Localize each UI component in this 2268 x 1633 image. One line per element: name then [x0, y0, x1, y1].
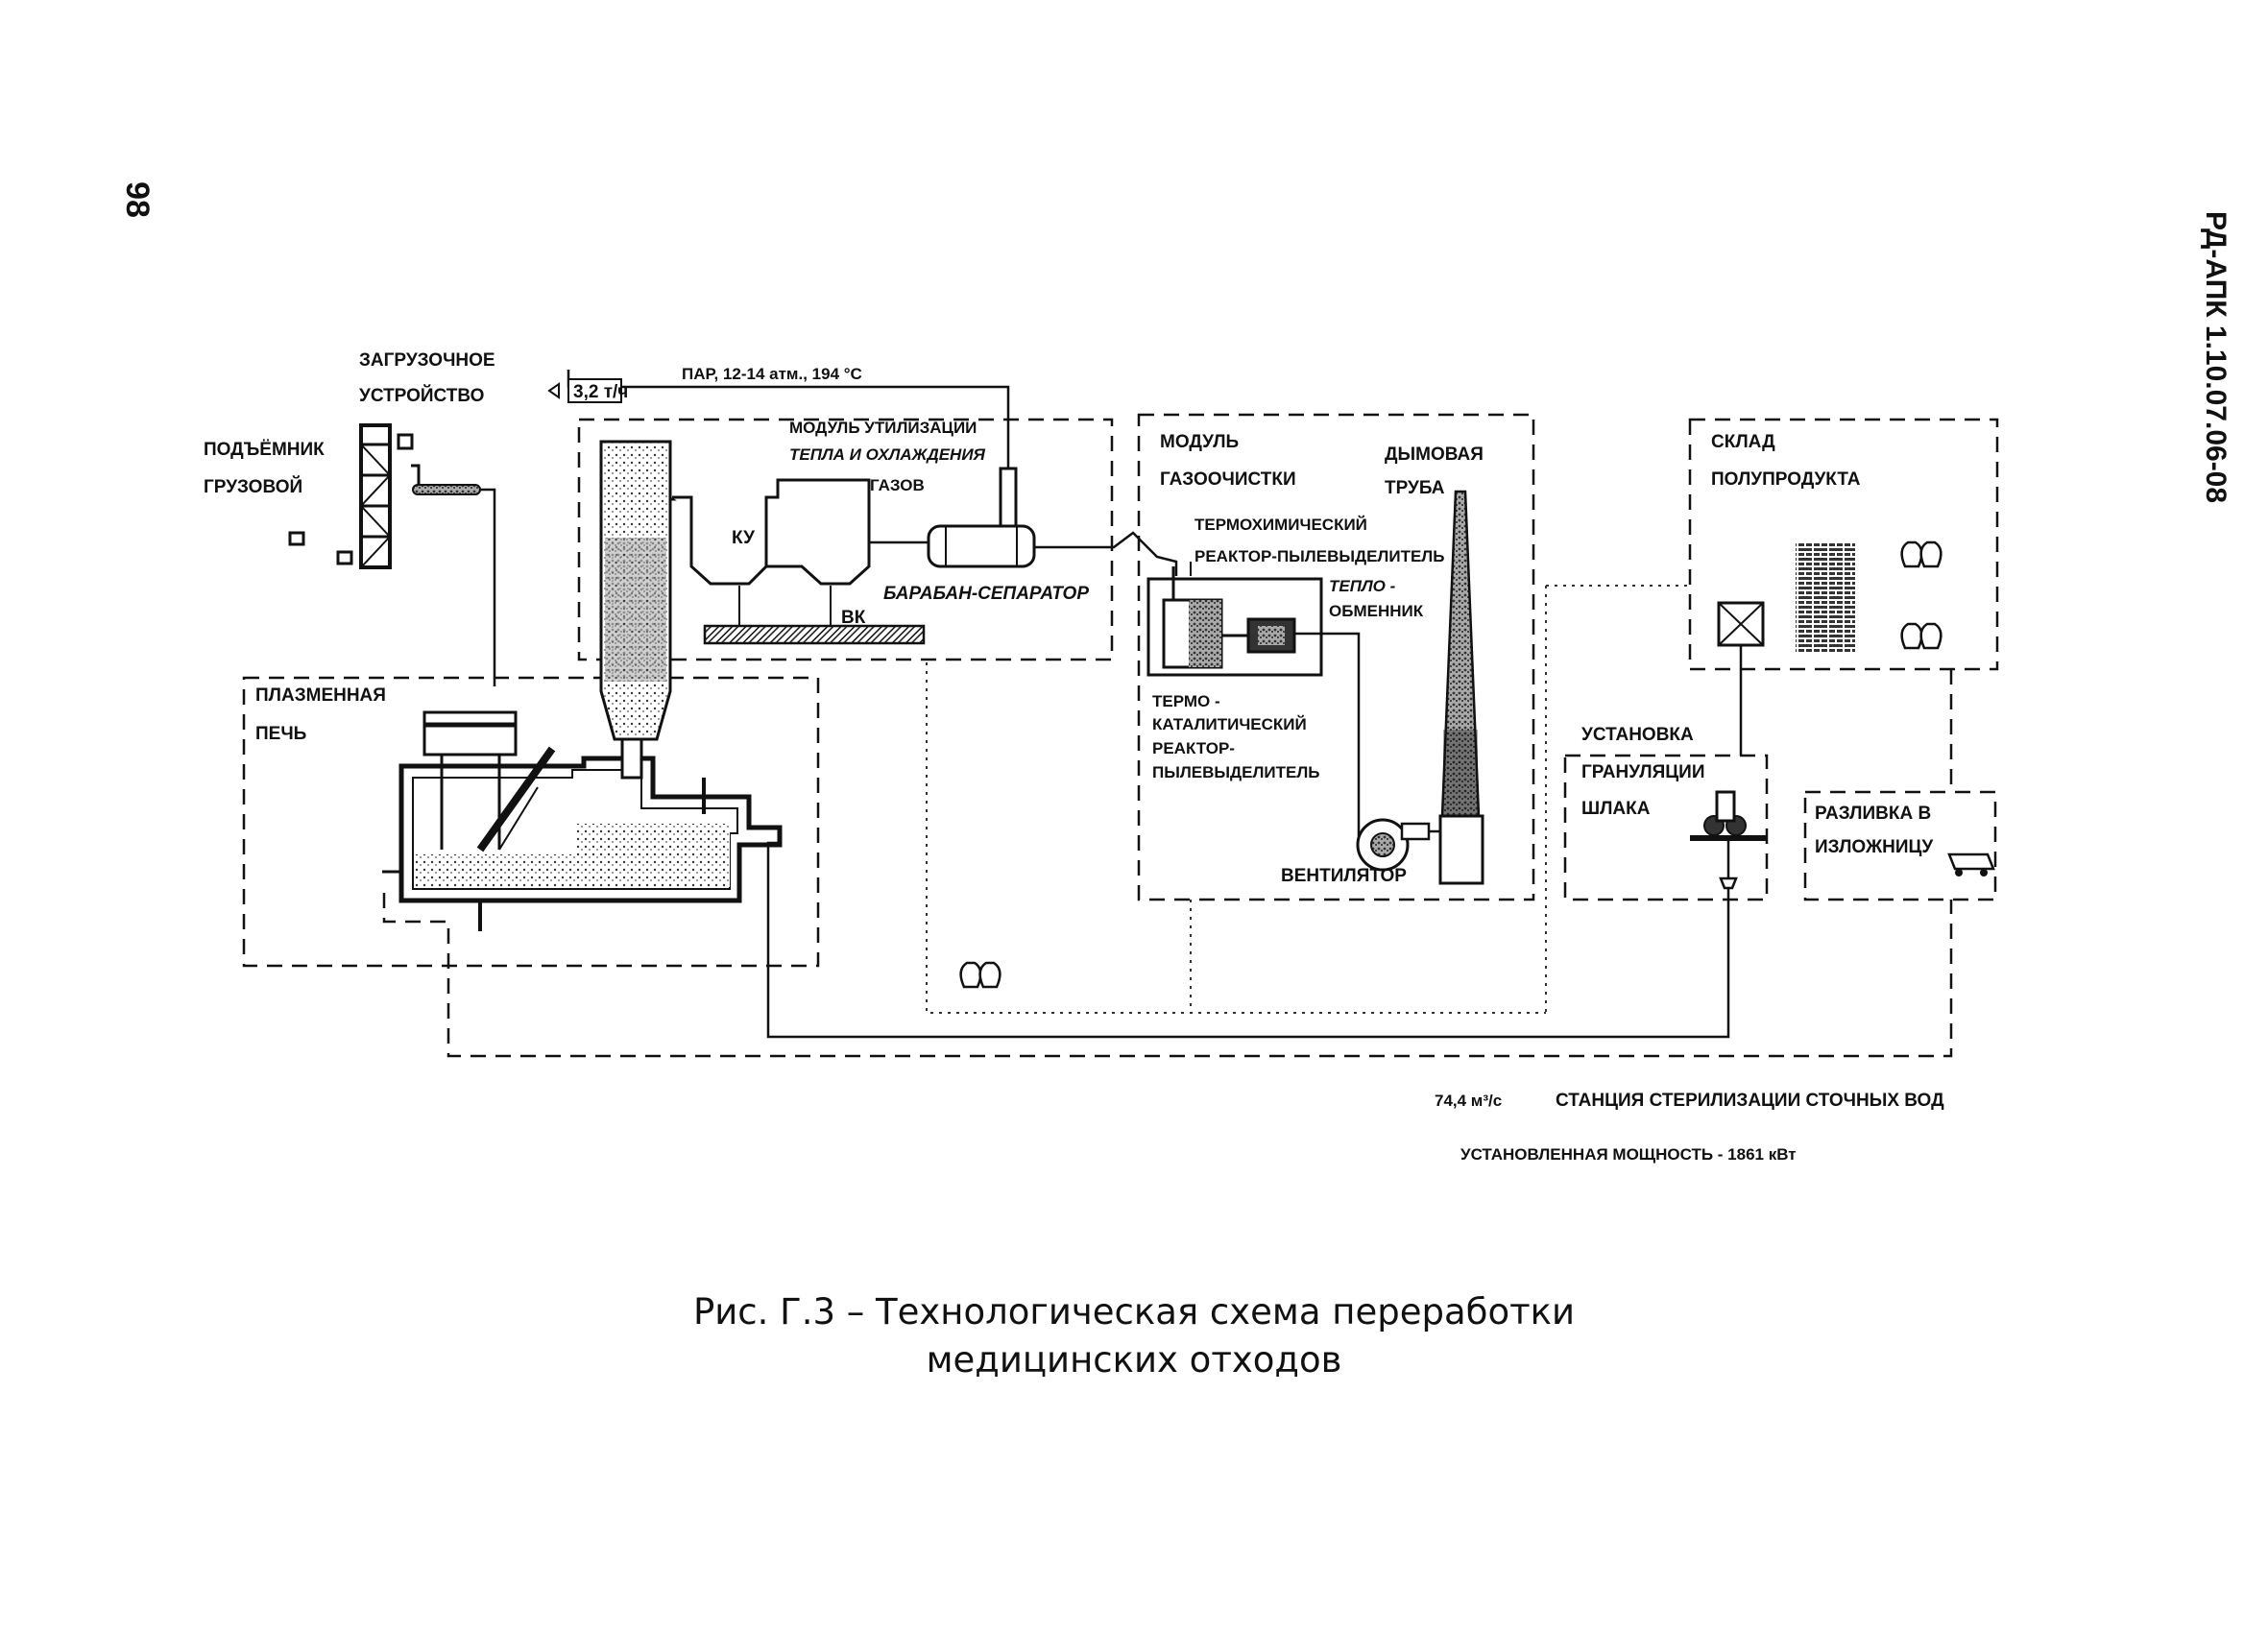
granulation-label-3: ШЛАКА	[1581, 799, 1651, 819]
loading-conveyor	[411, 464, 496, 686]
product-bags	[959, 540, 1942, 989]
drum-separator-label: БАРАБАН-СЕПАРАТОР	[883, 584, 1089, 604]
freight-lift	[288, 423, 414, 569]
chimney-label-1: ДЫМОВАЯ	[1385, 444, 1484, 465]
plasma-furnace	[382, 710, 1730, 1039]
heat-module-label-2: ТЕПЛА И ОХЛАЖДЕНИЯ	[789, 445, 986, 464]
casting-label-2: ИЗЛОЖНИЦУ	[1815, 837, 1933, 857]
granulation-label-2: ГРАНУЛЯЦИИ	[1581, 762, 1705, 782]
thermocat-label-4: ПЫЛЕВЫДЕЛИТЕЛЬ	[1152, 763, 1320, 781]
thermochem-label-2: РЕАКТОР-ПЫЛЕВЫДЕЛИТЕЛЬ	[1194, 547, 1444, 565]
gas-cleaning-label-1: МОДУЛЬ	[1160, 432, 1239, 452]
granulation-box	[1563, 754, 1769, 901]
dotted-zone-boundary	[926, 585, 1690, 1014]
thermocat-label-3: РЕАКТОР-	[1152, 739, 1235, 757]
plasma-furnace-label-1: ПЛАЗМЕННАЯ	[255, 685, 386, 706]
thermochemical-reactor	[1146, 562, 1368, 837]
dotted-vertical-link	[1190, 586, 1547, 1013]
mold-cart	[1947, 853, 1995, 877]
document-code: РД-АПК 1.10.07.06-08	[2200, 211, 2232, 503]
fan-label: ВЕНТИЛЯТОР	[1281, 866, 1407, 886]
heat-exchanger-label-1: ТЕПЛО -	[1329, 577, 1396, 595]
plasma-furnace-box	[242, 676, 820, 968]
vk-conveyor	[703, 624, 926, 645]
figure-caption-line-2: медицинских отходов	[926, 1339, 1342, 1381]
fan	[1356, 818, 1443, 872]
stacked-blocks	[1796, 542, 1855, 653]
thermocat-label-1: ТЕРМО -	[1152, 692, 1220, 710]
steam-output-marker	[547, 378, 622, 403]
heat-module-label-3: ГАЗОВ	[870, 476, 925, 494]
thermocat-label-2: КАТАЛИТИЧЕСКИЙ	[1152, 715, 1307, 733]
heat-exchanger-label-2: ОБМЕННИК	[1329, 602, 1424, 620]
gas-cleaning-module-box	[1137, 413, 1535, 901]
ku-label: КУ	[732, 528, 755, 548]
heat-module-label-1: МОДУЛЬ УТИЛИЗАЦИИ	[789, 419, 977, 437]
flow-value: 74,4 м³/с	[1435, 1092, 1502, 1110]
warehouse-container	[1717, 601, 1765, 756]
chimney-label-2: ТРУБА	[1385, 478, 1445, 498]
figure-caption-line-1: Рис. Г.3 – Технологическая схема перераб…	[692, 1291, 1576, 1333]
steam-parameters: ПАР, 12-14 атм., 194 °С	[682, 365, 862, 383]
granulation-label-1: УСТАНОВКА	[1581, 725, 1694, 745]
casting-label-1: РАЗЛИВКА В	[1815, 804, 1931, 824]
page-number: 98	[119, 181, 156, 218]
loading-device-label-1: ЗАГРУЗОЧНОЕ	[359, 350, 495, 371]
warehouse-label-1: СКЛАД	[1711, 432, 1775, 452]
sterilization-return-line	[382, 669, 1953, 1058]
lift-label-2: ГРУЗОВОЙ	[204, 476, 302, 497]
loading-device-label-2: УСТРОЙСТВО	[359, 385, 484, 406]
cyclone-tower	[599, 440, 689, 741]
installed-power-label: УСТАНОВЛЕННАЯ МОЩНОСТЬ - 1861 кВт	[1460, 1145, 1797, 1164]
molten-slag	[576, 824, 730, 887]
gas-cleaning-label-2: ГАЗООЧИСТКИ	[1160, 469, 1296, 490]
figure-caption: Рис. Г.3 – Технологическая схема перераб…	[0, 1288, 2268, 1384]
lift-label-1: ПОДЪЁМНИК	[204, 440, 325, 460]
warehouse-label-2: ПОЛУПРОДУКТА	[1711, 469, 1861, 490]
warehouse-box	[1688, 418, 1999, 671]
chimney	[1438, 490, 1484, 885]
gas-duct-to-cleaning	[1034, 531, 1178, 576]
steam-rate: 3,2 т/ч	[573, 382, 628, 402]
vk-label: ВК	[841, 608, 866, 628]
thermochem-label-1: ТЕРМОХИМИЧЕСКИЙ	[1194, 516, 1367, 534]
heat-recovery-module-box	[577, 418, 1114, 661]
waste-heat-boiler	[672, 478, 871, 626]
drum-separator	[567, 370, 1036, 568]
sterilization-station-label: СТАНЦИЯ СТЕРИЛИЗАЦИИ СТОЧНЫХ ВОД	[1556, 1091, 1944, 1111]
granulation-unit	[1690, 790, 1767, 890]
plasma-furnace-label-2: ПЕЧЬ	[255, 724, 306, 744]
